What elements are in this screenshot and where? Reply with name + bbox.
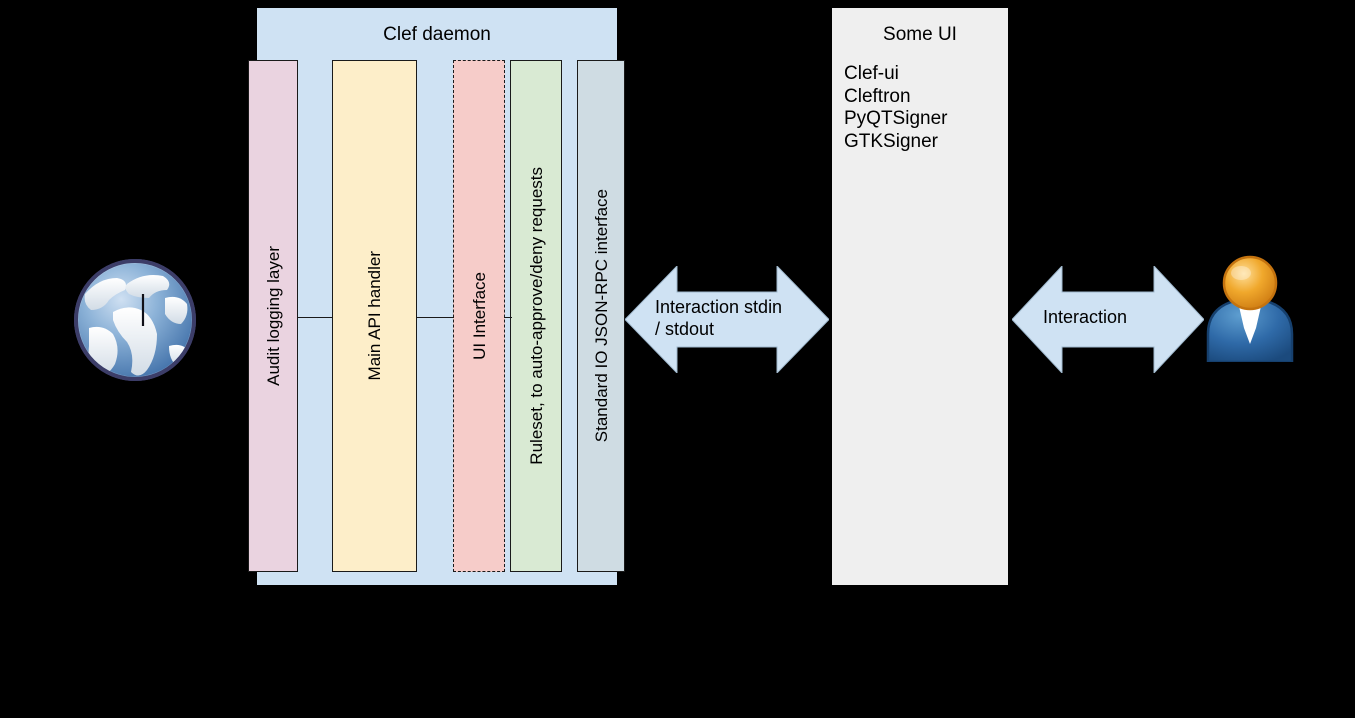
component-stdio-jsonrpc-interface[interactable]: Standard IO JSON-RPC interface <box>577 60 625 572</box>
user-icon <box>1200 252 1300 364</box>
some-ui-panel: Some UI Clef-ui Cleftron PyQTSigner GTKS… <box>832 8 1008 585</box>
arrow-interaction-stdio-label: Interaction stdin / stdout <box>655 297 783 339</box>
component-ui-interface[interactable]: UI Interface <box>453 60 505 572</box>
clef-daemon-container: Clef daemon <box>257 8 617 585</box>
connector-ui-to-ruleset <box>504 317 512 318</box>
component-stdio-jsonrpc-interface-label: Standard IO JSON-RPC interface <box>591 189 611 443</box>
connector-audit-to-api <box>297 317 333 318</box>
component-audit-logging-layer-label: Audit logging layer <box>263 246 283 386</box>
clef-daemon-title: Clef daemon <box>383 24 491 45</box>
some-ui-list: Clef-ui Cleftron PyQTSigner GTKSigner <box>844 63 947 153</box>
some-ui-title: Some UI <box>883 24 957 45</box>
component-audit-logging-layer[interactable]: Audit logging layer <box>248 60 298 572</box>
component-ruleset[interactable]: Ruleset, to auto-approve/deny requests <box>510 60 562 572</box>
list-item: GTKSigner <box>844 130 938 152</box>
component-ruleset-label: Ruleset, to auto-approve/deny requests <box>526 167 546 465</box>
component-main-api-handler-label: Main API handler <box>365 251 384 381</box>
arrow-interaction-user-label: Interaction <box>1043 307 1128 327</box>
list-item: Cleftron <box>844 85 911 107</box>
connector-api-to-ui <box>416 317 454 318</box>
list-item: Clef-ui <box>844 63 899 84</box>
globe-icon <box>69 254 201 386</box>
component-main-api-handler[interactable]: Main API handler <box>332 60 417 572</box>
list-item: PyQTSigner <box>844 108 948 130</box>
component-ui-interface-label: UI Interface <box>469 272 489 360</box>
